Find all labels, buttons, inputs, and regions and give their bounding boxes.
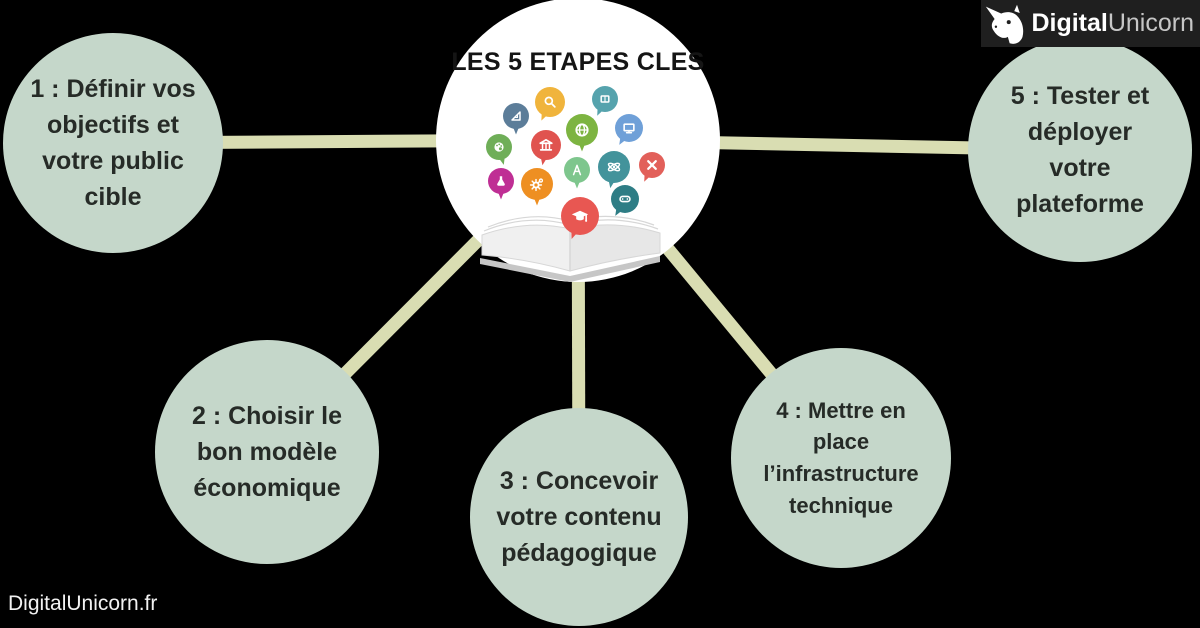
step-label-line: économique <box>193 474 341 502</box>
step-label-line: 1 : Définir vos <box>30 75 196 103</box>
step-label-line: technique <box>789 492 893 518</box>
logo-text-light: Unicorn <box>1107 9 1194 37</box>
monitor-icon <box>623 123 635 134</box>
speech-bubble-grad-cap-icon <box>561 197 599 240</box>
speech-bubble-gamepad-icon <box>611 185 639 216</box>
speech-bubble-compass-icon <box>564 157 590 189</box>
step-label-line: 5 : Tester et <box>1010 82 1150 110</box>
step-label-line: déployer <box>1027 118 1133 146</box>
speech-bubble-atom-icon <box>598 151 630 189</box>
speech-bubble-flask-icon <box>488 168 514 200</box>
step-label-line: plateforme <box>1016 190 1144 218</box>
flask-icon <box>497 176 505 186</box>
step-label-line: place <box>812 429 870 455</box>
diagram-title: LES 5 ETAPES CLES <box>451 48 705 76</box>
speech-bubble-pencil-ruler-icon <box>639 152 665 182</box>
watermark-url: DigitalUnicorn.fr <box>8 592 158 615</box>
speech-bubble-globe-icon <box>566 114 598 152</box>
step-label-line: bon modèle <box>196 438 338 466</box>
speech-bubble-magnifier-icon <box>535 87 565 121</box>
step-label-line: votre public <box>42 147 184 175</box>
step-label-line: l’infrastructure <box>763 461 919 486</box>
education-illustration <box>480 86 665 282</box>
globe-icon <box>575 123 589 137</box>
step-circle-2: 2 : Choisir le bon modèle économique <box>155 340 379 564</box>
step-label-line: votre <box>1049 154 1111 182</box>
atom-icon <box>607 162 621 172</box>
step-label-line: pédagogique <box>501 539 657 567</box>
speech-bubble-gear-icon <box>521 168 553 206</box>
step-circle-5: 5 : Tester et déployer votre plateforme <box>968 38 1192 262</box>
speech-bubble-book-icon <box>592 86 618 116</box>
grad-cap-icon <box>571 210 589 222</box>
gear-icon <box>529 178 544 192</box>
speech-bubble-set-square-icon <box>503 103 529 135</box>
gamepad-icon <box>619 195 631 203</box>
step-circle-3: 3 : Concevoir votre contenu pédagogique <box>470 408 688 626</box>
speech-bubble-monitor-icon <box>615 114 643 145</box>
compass-icon <box>572 164 582 176</box>
speech-bubble-bank-icon <box>531 130 561 166</box>
step-label-line: 3 : Concevoir <box>499 467 659 495</box>
step-label-line: votre contenu <box>496 503 662 531</box>
set-square-icon <box>511 111 521 121</box>
speech-bubble-palette-icon <box>486 134 512 165</box>
step-label-line: objectifs et <box>47 111 179 139</box>
book-icon <box>600 95 610 103</box>
step-label-line: cible <box>84 183 142 211</box>
unicorn-icon <box>986 4 1024 44</box>
step-circle-1: 1 : Définir vos objectifs et votre public c… <box>3 33 223 253</box>
step-label-line: 4 : Mettre en <box>776 397 906 423</box>
magnifier-icon <box>544 96 556 108</box>
palette-icon <box>494 142 504 152</box>
center-circle: LES 5 ETAPES CLES <box>436 0 720 282</box>
step-circle-4: 4 : Mettre en place l’infrastructure techni… <box>731 348 951 568</box>
step-label-line: 2 : Choisir le <box>191 402 343 430</box>
pencil-ruler-icon <box>647 160 657 170</box>
bank-icon <box>539 138 553 151</box>
logo-text-bold: Digital <box>1031 9 1108 37</box>
